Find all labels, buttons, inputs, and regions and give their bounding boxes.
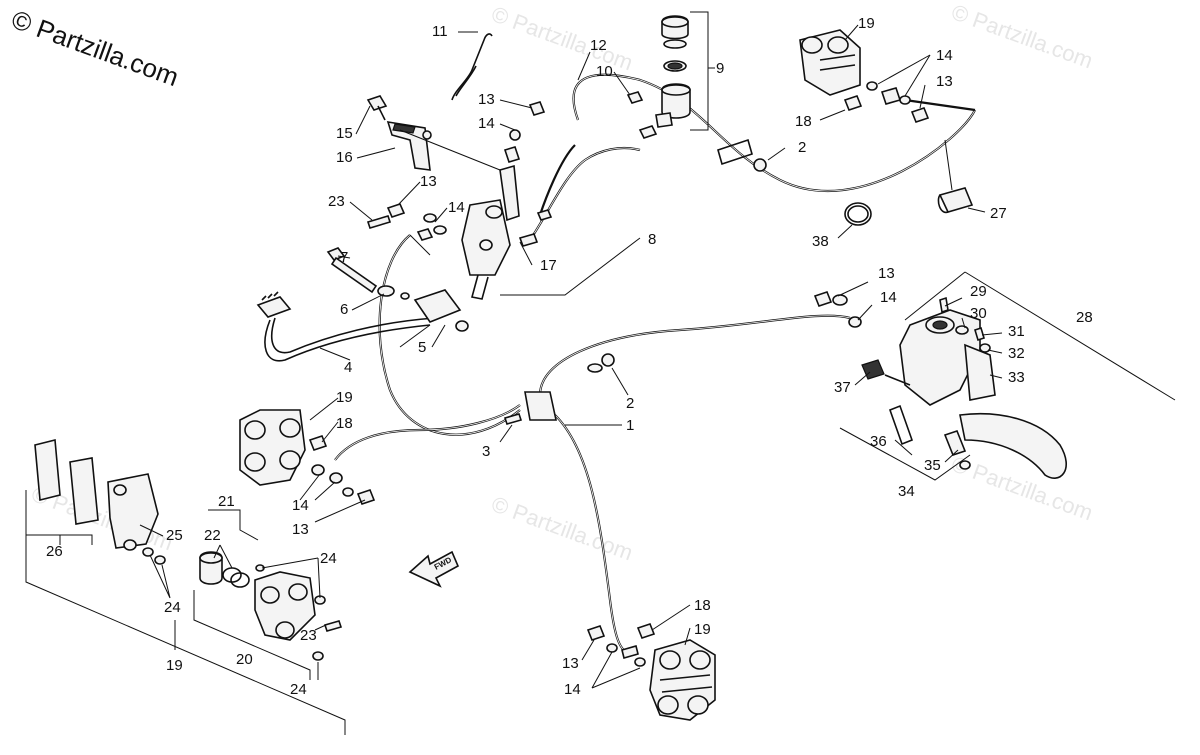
rear-caliper-assembly — [34, 438, 343, 661]
pedal-pivot-bolt — [326, 247, 395, 297]
callout-8: 8 — [648, 231, 656, 248]
callout-23: 23 — [328, 193, 345, 210]
brake-hoses — [334, 73, 976, 656]
front-brake-hose-12 — [572, 73, 976, 193]
callout-36: 36 — [870, 433, 887, 450]
callout-13: 13 — [420, 173, 437, 190]
callout-13: 13 — [878, 265, 895, 282]
callout-11: 11 — [432, 23, 448, 40]
callout-7: 7 — [340, 249, 348, 266]
callout-24: 24 — [290, 681, 307, 698]
callout-6: 6 — [340, 301, 348, 318]
hose-to-handlebar — [538, 314, 851, 396]
callout-14: 14 — [478, 115, 495, 132]
callout-18: 18 — [694, 597, 711, 614]
callout-16: 16 — [336, 149, 353, 166]
callout-28: 28 — [1076, 309, 1093, 326]
callout-33: 33 — [1008, 369, 1025, 386]
callout-21: 21 — [218, 493, 235, 510]
callout-31: 31 — [1008, 323, 1025, 340]
callout-20: 20 — [236, 651, 253, 668]
hose-8 — [529, 146, 641, 241]
rear-master-cylinder — [366, 101, 553, 300]
callout-18: 18 — [795, 113, 812, 130]
callout-37: 37 — [834, 379, 851, 396]
callout-14: 14 — [292, 497, 309, 514]
hose-junction-block — [503, 353, 615, 425]
ghost-watermark: © Partzilla.com — [488, 491, 636, 565]
callout-15: 15 — [336, 125, 353, 142]
callout-5: 5 — [418, 339, 426, 356]
callout-14: 14 — [564, 681, 581, 698]
callout-24: 24 — [164, 599, 181, 616]
callout-17: 17 — [540, 257, 557, 274]
callout-2: 2 — [626, 395, 634, 412]
callout-19: 19 — [858, 15, 875, 32]
callout-38: 38 — [812, 233, 829, 250]
front-caliper-right — [799, 29, 930, 123]
callout-32: 32 — [1008, 345, 1025, 362]
hose-to-left-caliper — [334, 404, 521, 461]
callout-26: 26 — [46, 543, 63, 560]
callout-3: 3 — [482, 443, 490, 460]
handlebar-master-cylinder — [813, 291, 1067, 479]
callout-29: 29 — [970, 283, 987, 300]
mounting-bracket — [366, 95, 432, 171]
hose-clip — [937, 187, 974, 214]
ghost-watermark: © Partzilla.com — [488, 1, 636, 75]
callout-24: 24 — [320, 550, 337, 567]
callout-35: 35 — [924, 457, 941, 474]
callout-25: 25 — [166, 527, 183, 544]
callout-13: 13 — [562, 655, 579, 672]
callout-34: 34 — [898, 483, 915, 500]
callout-13: 13 — [292, 521, 309, 538]
front-caliper-left — [239, 409, 376, 505]
callout-14: 14 — [880, 289, 897, 306]
callout-10: 10 — [596, 63, 613, 80]
brake-fluid-reservoir — [626, 15, 767, 172]
callout-9: 9 — [716, 60, 724, 77]
callout-4: 4 — [344, 359, 352, 376]
ghost-watermark: © Partzilla.com — [948, 451, 1096, 525]
callout-19: 19 — [166, 657, 183, 674]
callout-18: 18 — [336, 415, 353, 432]
callout-14: 14 — [448, 199, 465, 216]
leader-lines — [25, 11, 1176, 735]
callout-13: 13 — [478, 91, 495, 108]
front-caliper-lower — [586, 623, 716, 721]
callout-30: 30 — [970, 305, 987, 322]
callout-1: 1 — [626, 417, 634, 434]
return-spring — [451, 33, 493, 101]
callout-2: 2 — [798, 139, 806, 156]
callout-13: 13 — [936, 73, 953, 90]
callout-labels: 11 12 10 9 13 14 15 16 13 23 14 17 7 6 5… — [46, 15, 1093, 698]
callout-23: 23 — [300, 627, 317, 644]
callout-14: 14 — [936, 47, 953, 64]
snap-ring — [844, 202, 872, 226]
forward-direction-arrow: FWD — [408, 550, 460, 588]
callout-12: 12 — [590, 37, 607, 54]
ghost-watermark: © Partzilla.com — [948, 0, 1096, 73]
callout-27: 27 — [990, 205, 1007, 222]
callout-19: 19 — [694, 621, 711, 638]
callout-22: 22 — [204, 527, 221, 544]
brake-pedal — [256, 289, 469, 362]
callout-19: 19 — [336, 389, 353, 406]
